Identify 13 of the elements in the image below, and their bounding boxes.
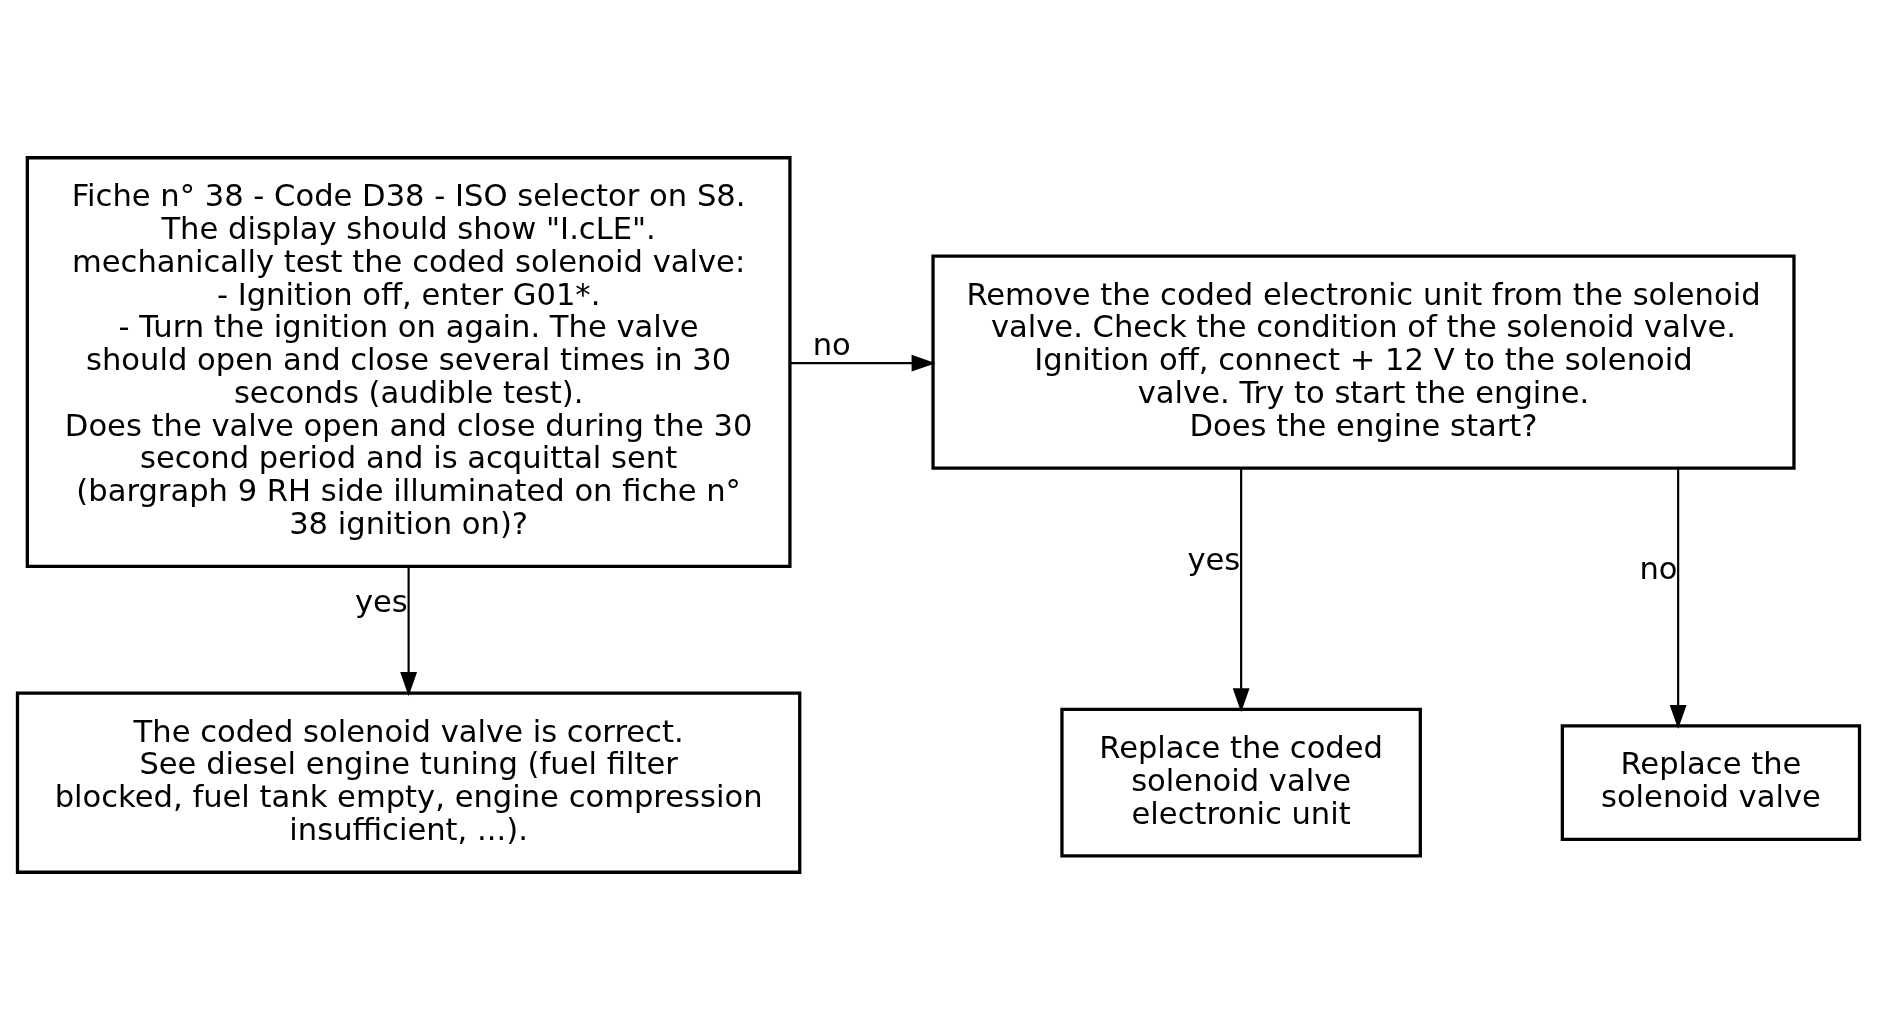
- arrow: [1669, 468, 1687, 730]
- arrow: [400, 566, 418, 697]
- node-box: Fiche n° 38 - Code D38 - ISO selector on S8. The display should show "I.cLE". mechanically test the coded solenoid valve: - Ignition off, enter G01*. - Turn the ignition on again. The valve should open and close several times in 30 seconds (audible test). Does the valve open and close during the 30 second period and is acquittal sent (bargraph 9 RH side illuminated on fiche n° 38 ignition on)?: [25, 156, 792, 568]
- arrow: [790, 354, 936, 372]
- edge-label: no: [1639, 550, 1678, 586]
- edge-label: yes: [1187, 542, 1241, 578]
- arrow: [1232, 468, 1250, 713]
- node-box: Remove the coded electronic unit from the solenoid valve. Check the condition of the solenoid valve. Ignition off, connect + 12 V to the solenoid valve. Try to start the engine. Does the engine start?: [931, 254, 1796, 470]
- node-box: The coded solenoid valve is correct. See diesel engine tuning (fuel filter blocked, fuel tank empty, engine compression insufficient, ...).: [15, 691, 802, 874]
- edge-label: no: [812, 326, 851, 362]
- node-box: Replace the solenoid valve: [1560, 724, 1862, 842]
- node-box: Replace the coded solenoid valve electronic unit: [1060, 707, 1422, 858]
- edge-label: yes: [354, 583, 408, 619]
